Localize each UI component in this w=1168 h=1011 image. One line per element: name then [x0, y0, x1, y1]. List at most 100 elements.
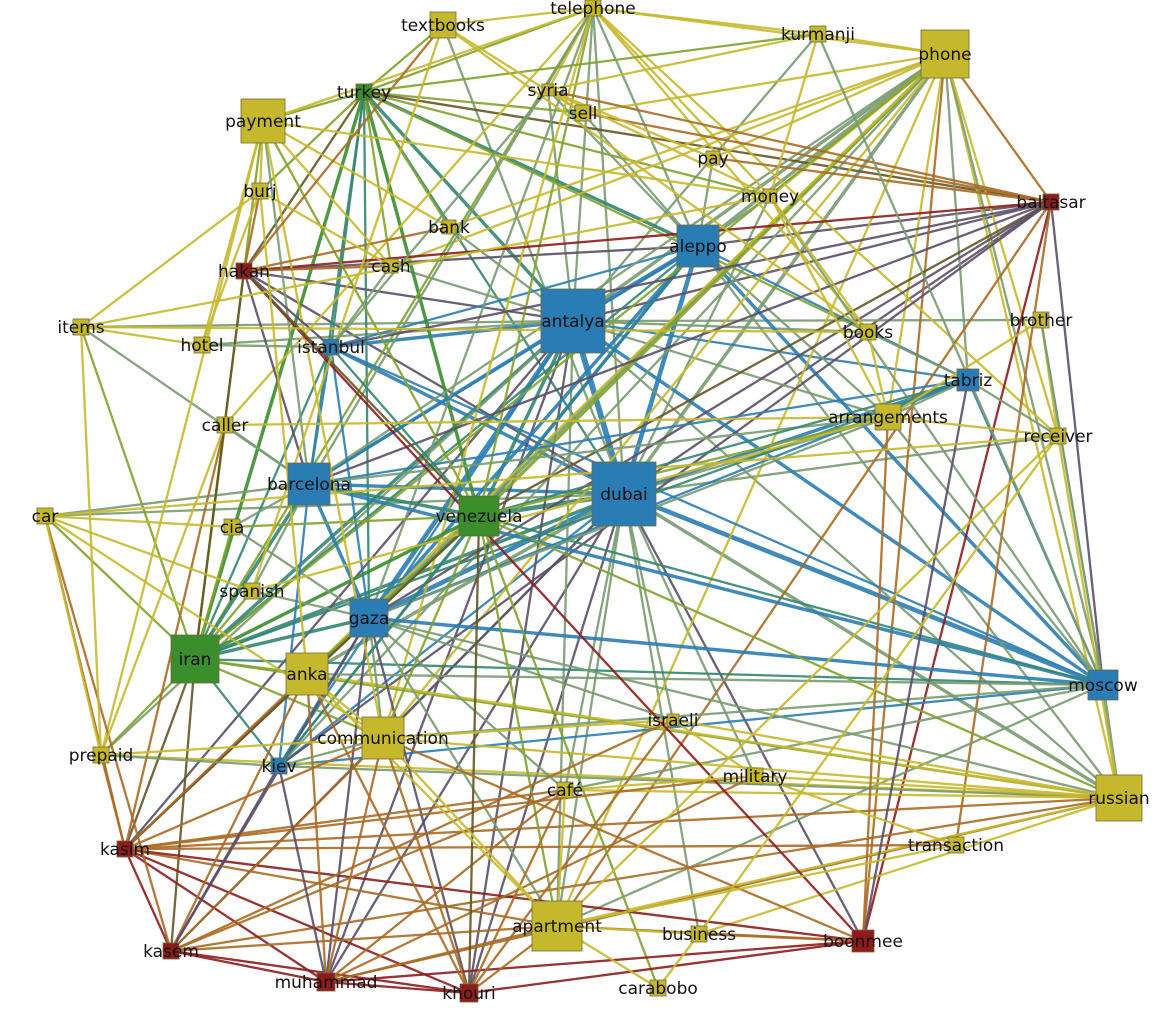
- node-label-sell: sell: [569, 104, 598, 124]
- node-spanish[interactable]: [243, 582, 261, 600]
- edge-russian-cafe: [563, 788, 1121, 800]
- edge-khouri-cafe: [467, 788, 567, 995]
- edge-antalya-phone: [571, 52, 947, 323]
- node-israeli[interactable]: [666, 713, 680, 727]
- edge-hakan-venezuela: [242, 269, 481, 518]
- node-payment[interactable]: [240, 98, 286, 144]
- edge-receiver-business: [697, 434, 1060, 936]
- node-anka[interactable]: [285, 652, 329, 696]
- edge-barcelona-tabriz: [307, 378, 970, 486]
- edge-burj-anka: [258, 189, 309, 676]
- node-turkey[interactable]: [355, 83, 373, 101]
- node-receiver[interactable]: [1049, 427, 1067, 445]
- node-kiev[interactable]: [270, 757, 288, 775]
- node-boonmee[interactable]: [851, 929, 875, 953]
- edge-iran-barcelona: [193, 482, 311, 661]
- edge-gaza-spanish: [250, 589, 371, 620]
- node-gaza[interactable]: [349, 598, 389, 638]
- node-cafe[interactable]: [556, 781, 574, 799]
- edge-baltasar-venezuela: [477, 200, 1053, 518]
- node-business[interactable]: [690, 925, 708, 943]
- node-caller[interactable]: [216, 416, 234, 434]
- edge-moscow-arrangements: [886, 415, 1105, 687]
- edge-tabriz-receiver: [966, 378, 1060, 438]
- edge-iran-communication: [193, 657, 385, 740]
- edge-arrangements-receiver: [886, 415, 1060, 438]
- node-bank[interactable]: [441, 219, 457, 235]
- edge-venezuela-istanbul: [329, 345, 481, 518]
- node-kasim[interactable]: [116, 840, 134, 858]
- node-cash[interactable]: [383, 258, 399, 274]
- node-kasem[interactable]: [162, 942, 180, 960]
- node-muhammad[interactable]: [316, 972, 336, 992]
- node-arrangements[interactable]: [874, 403, 902, 431]
- edge-cafe-military: [563, 774, 757, 792]
- node-hotel[interactable]: [193, 336, 211, 354]
- edge-dubai-apartment: [555, 492, 626, 928]
- edge-moscow-venezuela: [477, 514, 1105, 687]
- edge-communication-israeli: [381, 718, 675, 740]
- edge-kurmanji-turkey: [362, 32, 820, 94]
- edge-textbooks-spanish: [250, 23, 445, 593]
- node-syria[interactable]: [541, 83, 555, 97]
- node-books[interactable]: [859, 323, 877, 341]
- node-khouri[interactable]: [459, 983, 479, 1003]
- node-phone[interactable]: [920, 29, 970, 79]
- edge-arrangements-spanish: [250, 415, 890, 593]
- node-items[interactable]: [72, 318, 90, 336]
- node-communication[interactable]: [361, 716, 405, 760]
- node-antalya[interactable]: [540, 288, 606, 354]
- node-tabriz[interactable]: [956, 368, 980, 392]
- node-brother[interactable]: [1032, 311, 1050, 329]
- node-pay[interactable]: [705, 150, 721, 166]
- node-russian[interactable]: [1095, 774, 1143, 822]
- node-military[interactable]: [746, 767, 764, 785]
- edge-muhammad-cafe: [324, 788, 567, 984]
- edge-kurmanji-syria: [546, 32, 820, 92]
- node-cia[interactable]: [223, 518, 241, 536]
- node-baltasar[interactable]: [1042, 193, 1060, 211]
- node-istanbul[interactable]: [322, 338, 340, 356]
- node-label-bank: bank: [428, 218, 470, 238]
- node-transaction[interactable]: [947, 836, 965, 854]
- edge-muhammad-boonmee: [324, 939, 865, 984]
- edge-baltasar-moscow: [1049, 200, 1105, 687]
- edge-muhammad-communication: [324, 736, 385, 984]
- edge-moscow-istanbul: [329, 345, 1105, 687]
- node-telephone[interactable]: [584, 0, 602, 17]
- node-label-venezuela: venezuela: [435, 507, 522, 527]
- node-barcelona[interactable]: [287, 462, 331, 506]
- node-hakan[interactable]: [235, 262, 253, 280]
- node-money[interactable]: [762, 188, 778, 204]
- edge-kasem-muhammad: [169, 949, 328, 984]
- node-sell[interactable]: [574, 104, 592, 122]
- node-car[interactable]: [36, 507, 54, 525]
- edge-baltasar-barcelona: [307, 200, 1053, 486]
- node-venezuela[interactable]: [458, 495, 500, 537]
- node-label-phone: phone: [918, 45, 971, 65]
- node-dubai[interactable]: [591, 461, 657, 527]
- node-label-transaction: transaction: [908, 836, 1004, 856]
- node-label-khouri: khouri: [442, 984, 496, 1004]
- node-burj[interactable]: [251, 182, 269, 200]
- edge-telephone-textbooks: [441, 6, 595, 27]
- node-textbooks[interactable]: [429, 11, 457, 39]
- node-label-money: money: [741, 187, 799, 207]
- node-aleppo[interactable]: [676, 224, 720, 268]
- edge-moscow-anka: [305, 672, 1105, 687]
- edge-antalya-hakan: [242, 269, 575, 323]
- edge-khouri-israeli: [467, 718, 675, 995]
- edge-antalya-hotel: [200, 319, 575, 347]
- edge-receiver-russian: [1056, 434, 1121, 800]
- node-label-receiver: receiver: [1023, 427, 1092, 447]
- edge-boonmee-communication: [381, 736, 865, 943]
- node-moscow[interactable]: [1087, 669, 1119, 701]
- edge-russian-apartment: [555, 796, 1121, 928]
- node-apartment[interactable]: [531, 900, 583, 952]
- node-prepaid[interactable]: [92, 746, 110, 764]
- node-iran[interactable]: [170, 634, 220, 684]
- node-kurmanji[interactable]: [809, 25, 827, 43]
- node-carabobo[interactable]: [649, 979, 667, 997]
- edge-venezuela-apartment: [477, 514, 559, 928]
